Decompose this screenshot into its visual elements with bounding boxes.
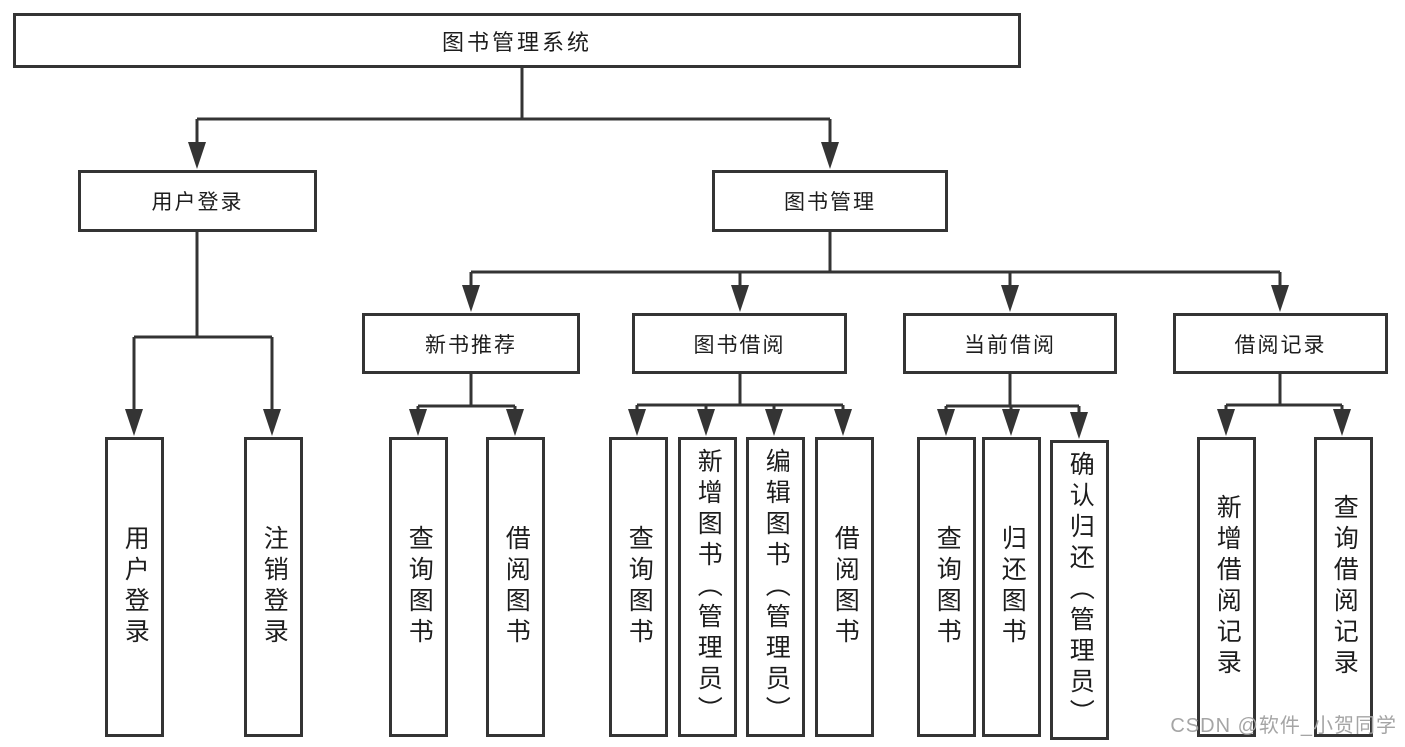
node-user-login: 用户登录	[78, 170, 317, 232]
leaf-bb-borrow-books: 借阅图书	[815, 437, 874, 737]
leaf-br-add-record-label: 新增借阅记录	[1213, 494, 1242, 680]
leaf-cb-return-books-label: 归还图书	[998, 525, 1027, 649]
leaf-bb-borrow-books-label: 借阅图书	[831, 525, 860, 649]
leaf-nbr-borrow-books: 借阅图书	[486, 437, 545, 737]
leaf-bb-query-books-label: 查询图书	[625, 525, 654, 649]
leaf-logout: 注销登录	[244, 437, 303, 737]
leaf-user-login-label: 用户登录	[121, 525, 150, 649]
leaf-cb-query-books-label: 查询图书	[933, 525, 962, 649]
node-borrow-records: 借阅记录	[1173, 313, 1388, 374]
leaf-nbr-query-books-label: 查询图书	[405, 525, 434, 649]
node-book-borrow: 图书借阅	[632, 313, 847, 374]
leaf-bb-add-books-admin-label: 新增图书（管理员）	[694, 447, 723, 727]
leaf-br-query-record-label: 查询借阅记录	[1330, 494, 1359, 680]
leaf-cb-query-books: 查询图书	[917, 437, 976, 737]
leaf-cb-confirm-return-admin-label: 确认归还（管理员）	[1066, 450, 1095, 730]
leaf-nbr-query-books: 查询图书	[389, 437, 448, 737]
node-new-book-recommend: 新书推荐	[362, 313, 580, 374]
node-book-management-label: 图书管理	[784, 191, 876, 214]
node-root: 图书管理系统	[13, 13, 1021, 68]
leaf-bb-add-books-admin: 新增图书（管理员）	[678, 437, 737, 737]
node-user-login-label: 用户登录	[151, 191, 244, 214]
leaf-bb-edit-books-admin-label: 编辑图书（管理员）	[762, 447, 791, 727]
leaf-bb-query-books: 查询图书	[609, 437, 668, 737]
leaf-br-add-record: 新增借阅记录	[1197, 437, 1256, 737]
node-current-borrow: 当前借阅	[903, 313, 1117, 374]
node-book-borrow-label: 图书借阅	[693, 333, 786, 357]
csdn-watermark: CSDN @软件_小贺同学	[1170, 715, 1397, 737]
leaf-br-query-record: 查询借阅记录	[1314, 437, 1373, 737]
leaf-nbr-borrow-books-label: 借阅图书	[502, 525, 531, 649]
leaf-logout-label: 注销登录	[260, 525, 289, 649]
leaf-cb-confirm-return-admin: 确认归还（管理员）	[1050, 440, 1109, 740]
node-current-borrow-label: 当前借阅	[964, 333, 1056, 357]
leaf-cb-return-books: 归还图书	[982, 437, 1041, 737]
leaf-user-login: 用户登录	[105, 437, 164, 737]
node-book-management: 图书管理	[712, 170, 948, 232]
node-root-label: 图书管理系统	[441, 29, 592, 55]
node-borrow-records-label: 借阅记录	[1234, 333, 1327, 357]
node-new-book-recommend-label: 新书推荐	[425, 333, 517, 357]
leaf-bb-edit-books-admin: 编辑图书（管理员）	[746, 437, 805, 737]
